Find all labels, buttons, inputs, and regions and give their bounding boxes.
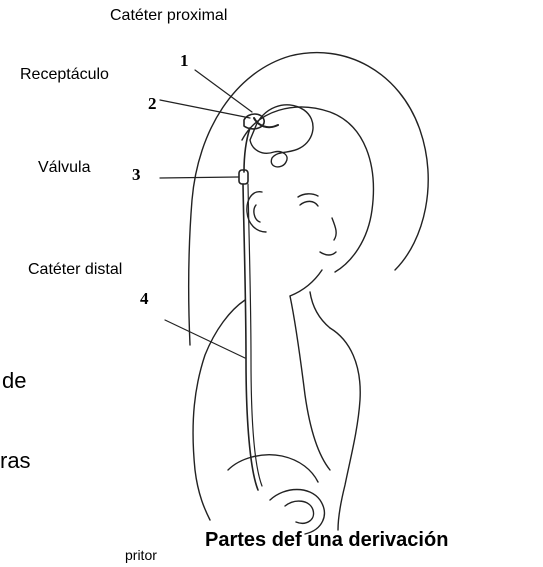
chin <box>290 270 322 296</box>
number-4: 4 <box>140 290 149 307</box>
neck-front <box>310 292 330 328</box>
label-receptaculo: Receptáculo <box>20 67 109 83</box>
intestine-outer <box>270 490 324 535</box>
distal-catheter-tube-2 <box>248 184 262 486</box>
label-valvula: Válvula <box>38 160 90 176</box>
body-right <box>330 328 360 530</box>
number-2: 2 <box>148 95 157 112</box>
fragment-pritor: pritor <box>125 548 157 562</box>
intestine-inner <box>285 501 314 523</box>
eye <box>300 201 318 206</box>
leader-2 <box>160 100 250 118</box>
reservoir <box>244 114 264 129</box>
nose <box>332 218 336 240</box>
fragment-de: de <box>2 370 26 392</box>
leader-3 <box>160 177 238 178</box>
head-outline <box>189 53 429 345</box>
label-catheter-proximal: Catéter proximal <box>110 8 227 24</box>
brow <box>298 194 318 197</box>
face-outline <box>242 107 373 272</box>
fragment-ras: ras <box>0 450 31 472</box>
proximal-catheter-tube <box>254 118 278 127</box>
abdomen <box>228 455 318 482</box>
ear <box>247 192 266 232</box>
mouth <box>320 252 336 255</box>
leader-4 <box>165 320 245 358</box>
number-3: 3 <box>132 166 141 183</box>
label-catheter-distal: Catéter distal <box>28 262 122 278</box>
diagram-caption: Partes def una derivación <box>205 530 448 550</box>
body-left <box>193 300 245 520</box>
number-1: 1 <box>180 52 189 69</box>
